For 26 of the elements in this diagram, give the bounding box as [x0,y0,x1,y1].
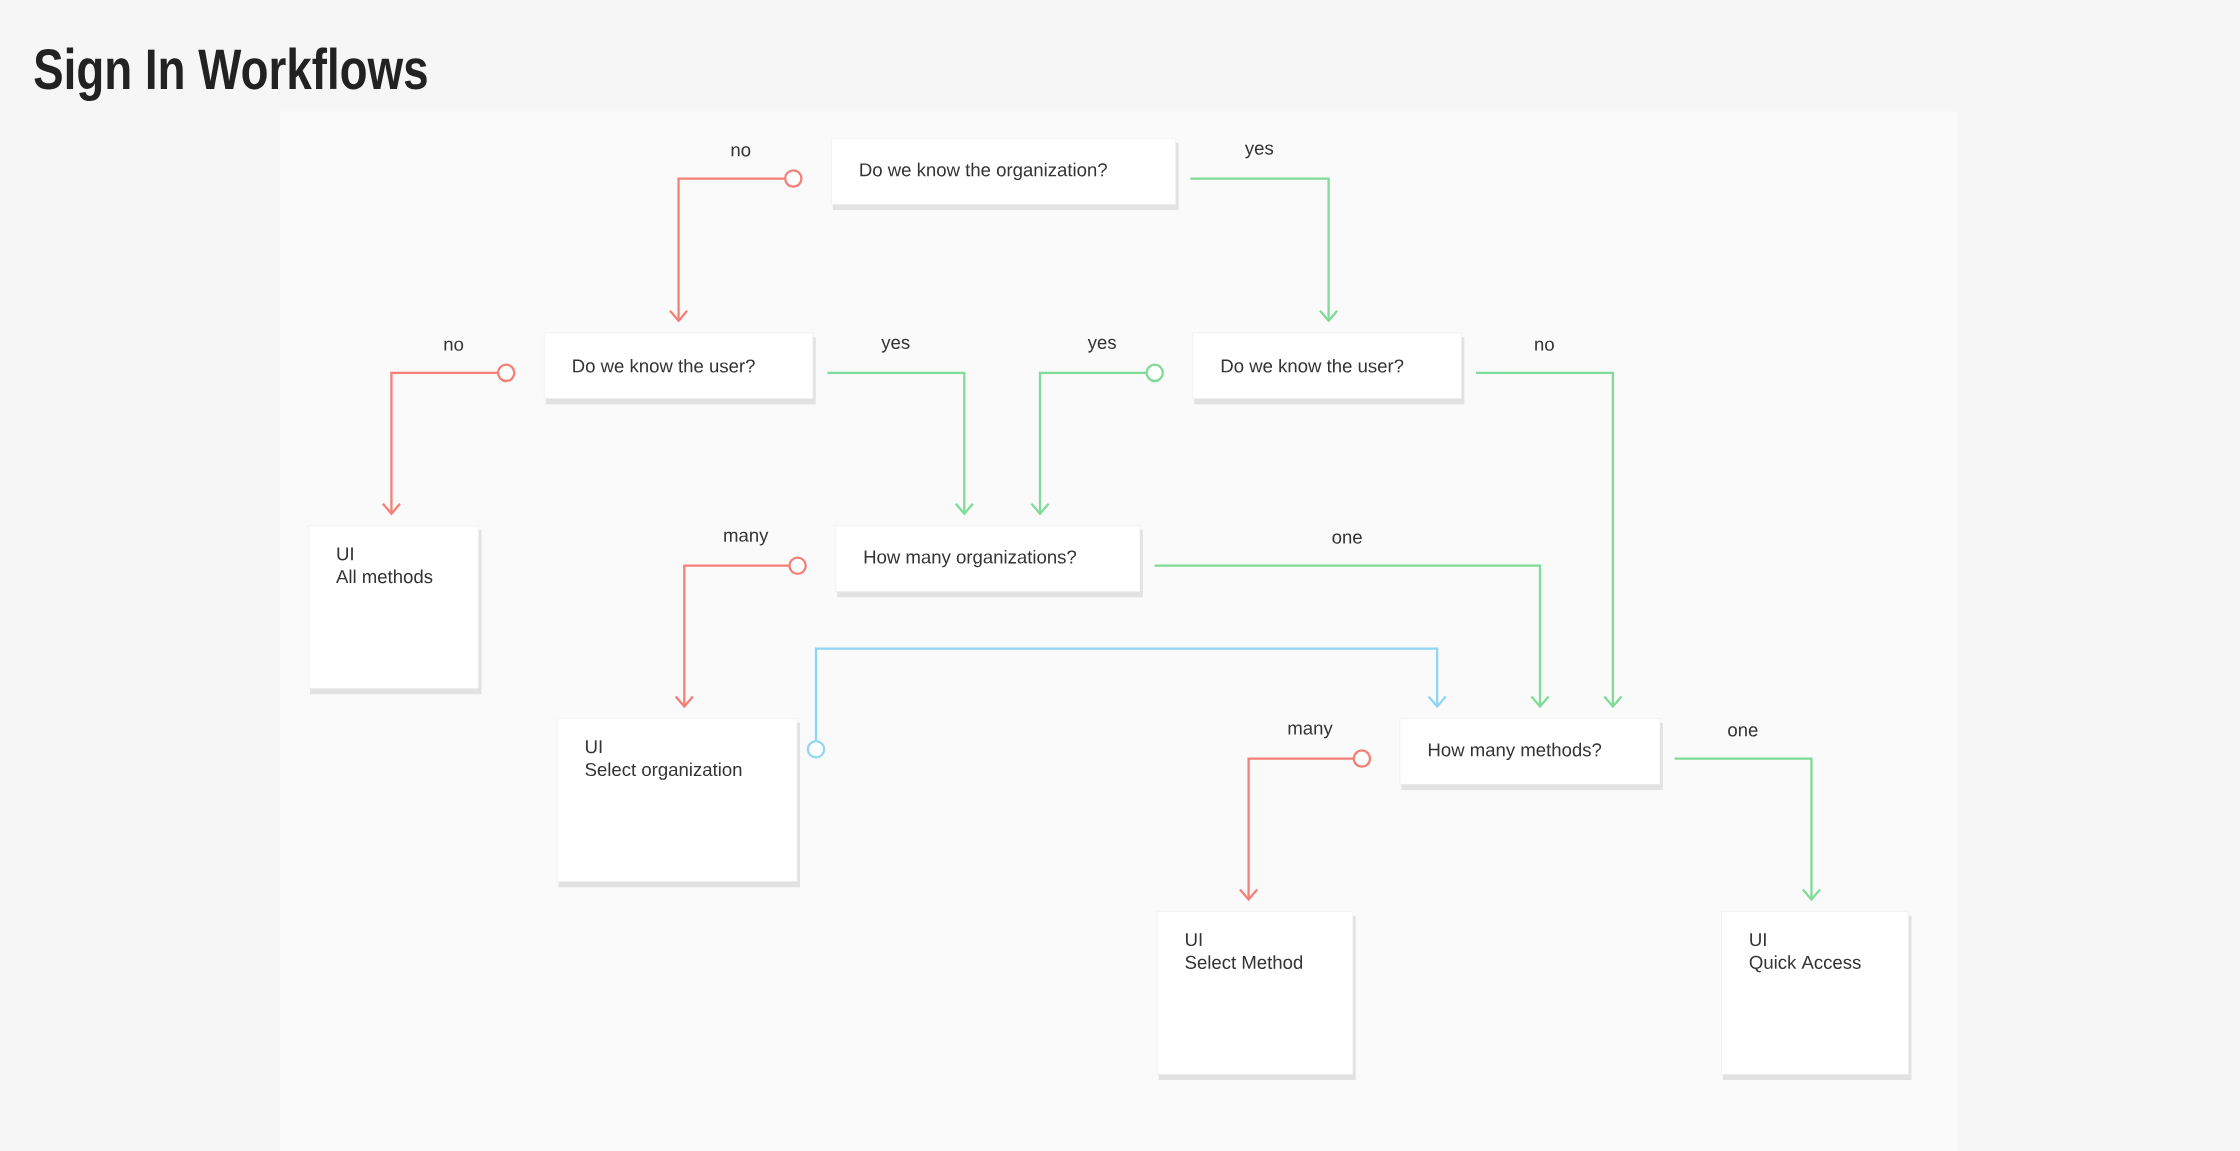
ui-card: UI Select Method [1156,910,1356,1080]
arrow [1030,363,1164,516]
arrow [1239,749,1372,901]
ui-card: UI Quick Access [1721,910,1912,1080]
question-box: Do we know the user? [1192,332,1465,405]
title: Sign In Workflows [34,47,427,101]
ui-card: UI All methods [308,525,482,695]
arrow [674,556,807,709]
ui-card: UI Select organization [556,718,800,887]
edge-label: no [1532,339,1557,353]
arrow [806,647,1447,759]
edge-label: yes [879,337,912,354]
arrow [382,363,516,516]
edge-label: yes [1086,337,1119,354]
arrow [827,371,974,516]
question-box: How many organizations? [835,525,1143,597]
edge-label: many [721,530,770,547]
question-box: How many methods? [1399,718,1663,790]
arrow [1674,757,1821,901]
question-box: Do we know the organization? [831,138,1179,210]
question-box: Do we know the user? [544,332,816,405]
edge-label: no [441,339,466,353]
arrow [1154,564,1550,709]
arrow [669,169,803,323]
arrow [1476,371,1623,709]
arrow [1190,177,1339,323]
